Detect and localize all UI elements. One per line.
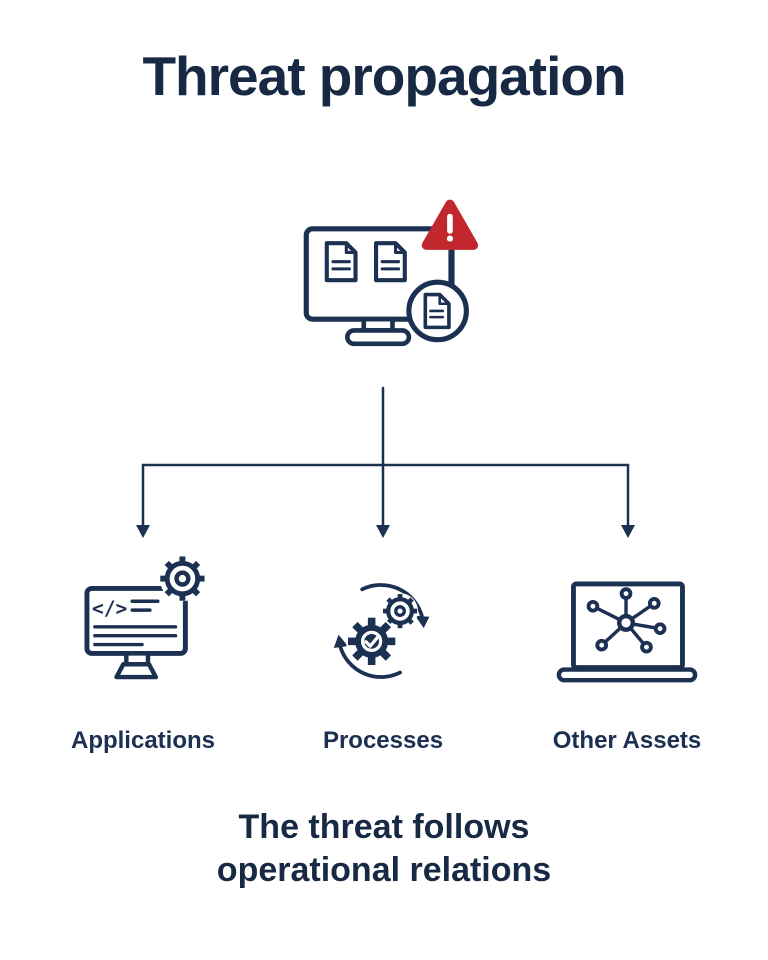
gears-cycle-check-svg: [333, 583, 430, 679]
connector-arrows: [136, 386, 635, 538]
small-gear-icon: [383, 594, 418, 629]
document-icon: [324, 241, 358, 283]
caption-line-2: operational relations: [216, 850, 552, 889]
laptop-network-svg: [556, 581, 698, 683]
laptop-network-nodes-icon: [554, 580, 700, 695]
arrowhead-icon: [376, 525, 390, 538]
label-other-assets: Other Assets: [552, 727, 702, 754]
network-hub-icon: [586, 587, 667, 654]
document-icon: [374, 241, 407, 283]
application-code-gear-icon: </>: [83, 553, 209, 699]
caption-line-1: The threat follows: [238, 808, 530, 846]
cycle-arrows-icon: [333, 583, 430, 679]
label-processes: Processes: [322, 727, 444, 754]
page-title: Threat propagation: [142, 45, 626, 107]
code-icon: </>: [92, 597, 128, 620]
check-gear-icon: [347, 617, 396, 666]
warning-triangle-icon: [421, 199, 479, 250]
application-code-gear-svg: </>: [84, 555, 206, 680]
computer-alert-svg: [303, 199, 479, 347]
check-icon: [364, 635, 380, 648]
arrowhead-icon: [621, 525, 635, 538]
label-applications: Applications: [70, 727, 215, 754]
gears-cycle-check-icon: [330, 577, 436, 683]
arrowhead-icon: [136, 525, 150, 538]
document-scan-badge-icon: [406, 279, 469, 343]
gear-icon: [160, 556, 205, 601]
computer-alert-icon: [296, 196, 491, 364]
laptop-base: [556, 667, 698, 683]
caption: The threat follows operational relations: [0, 806, 768, 892]
